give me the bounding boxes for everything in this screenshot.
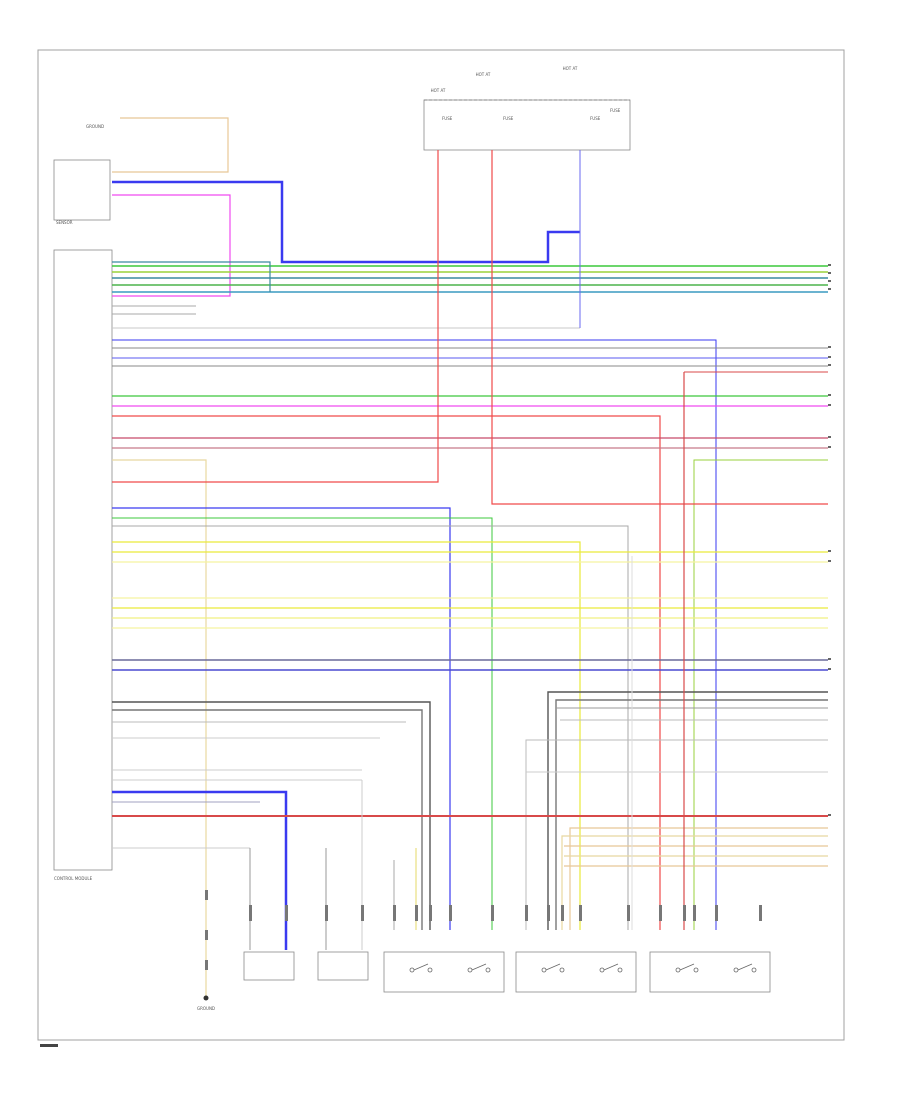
wire-blue-thick-lower — [112, 790, 288, 950]
fuse-label-1: FUSE — [442, 116, 453, 121]
wire-red-mid — [112, 415, 661, 930]
wire-yellow-lower-1 — [112, 541, 581, 930]
sensor-box-1 — [243, 951, 295, 981]
fuse-box-title-3: HOT AT — [563, 66, 578, 71]
fuse-box-label: FUSE — [610, 108, 621, 113]
bottom-connector-pins — [205, 890, 762, 970]
wire-dark-right-2 — [555, 699, 828, 930]
wire-gray-right-vert — [525, 739, 828, 930]
switch-box-1 — [383, 951, 505, 993]
wire-blue-long-1 — [112, 339, 717, 930]
fuse-label-2: FUSE — [503, 116, 514, 121]
wire-red-fuse-mid — [491, 150, 828, 505]
wire-dark-1 — [112, 701, 431, 930]
wire-tan-top — [112, 117, 229, 173]
control-module-label: CONTROL MODULE — [54, 876, 93, 881]
fuse-box-title-1: HOT AT — [431, 88, 446, 93]
switch-box-3 — [649, 951, 771, 993]
wire-teal-branch — [112, 261, 271, 292]
switch-box-2 — [515, 951, 637, 993]
sensor-box-2 — [317, 951, 369, 981]
control-module — [53, 249, 113, 871]
wire-dark-right-1 — [547, 691, 828, 930]
footer-mark — [40, 1044, 58, 1047]
wire-tan-right-2 — [561, 835, 828, 930]
wire-blue-lower-1 — [112, 507, 451, 930]
wire-pink-top — [112, 194, 231, 297]
sensor-box-top-label: SENSOR — [56, 220, 73, 225]
sensor-box-top — [53, 159, 111, 221]
wire-blue-thick-top — [112, 180, 580, 264]
diagram-frame — [37, 49, 845, 1041]
wire-dark-2 — [112, 709, 423, 930]
fuse-panel — [423, 99, 631, 151]
wire-green-lower — [112, 517, 493, 930]
ground-label-bottom: GROUND — [197, 1006, 215, 1011]
wire-gray-lower-1 — [112, 525, 629, 930]
right-edge-ticks — [828, 264, 831, 816]
ground-symbol-bottom — [203, 995, 209, 1001]
wire-red-fuse-left — [112, 150, 439, 483]
fuse-box-title-2: HOT AT — [476, 72, 491, 77]
switch-symbol-3 — [675, 963, 757, 973]
wire-tan-vert — [112, 459, 207, 1000]
switch-symbol-1 — [409, 963, 491, 973]
fuse-label-3: FUSE — [590, 116, 601, 121]
wire-tan-right-1 — [569, 827, 828, 930]
switch-symbol-2 — [541, 963, 623, 973]
wire-green-right-vert — [693, 459, 828, 930]
ground-label-top: GROUND — [86, 124, 104, 129]
